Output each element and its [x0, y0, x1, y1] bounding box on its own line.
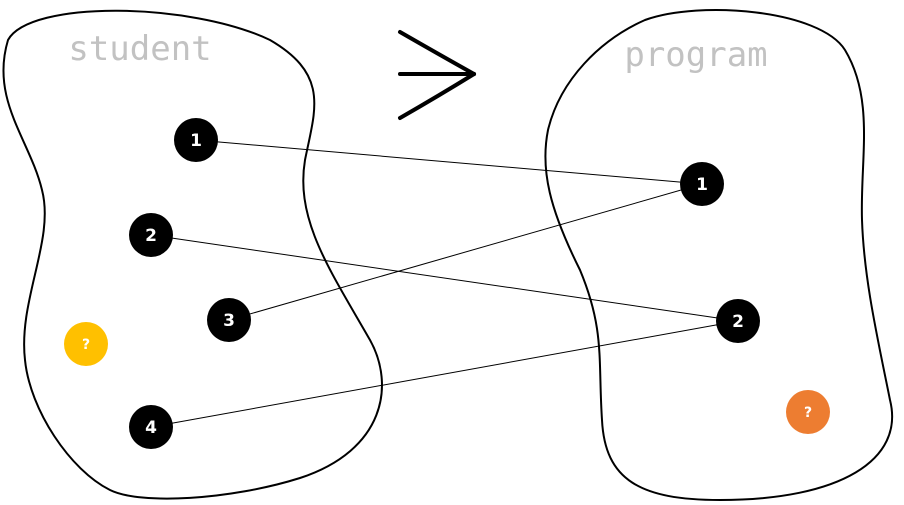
- student-node-unmatched-label: ?: [82, 337, 90, 353]
- program-node-1: 1: [680, 162, 724, 206]
- student-node-3-label: 3: [223, 311, 235, 331]
- program-node-2: 2: [716, 299, 760, 343]
- edge-student-4-program-2: [150, 320, 739, 428]
- succeeds-symbol: [398, 30, 476, 120]
- student-node-4-label: 4: [145, 418, 157, 438]
- program-node-1-label: 1: [696, 175, 708, 195]
- program-node-unmatched: ?: [786, 390, 830, 434]
- program-set-label: program: [624, 35, 767, 75]
- program-node-unmatched-label: ?: [804, 405, 812, 421]
- student-node-2: 2: [129, 213, 173, 257]
- student-node-3: 3: [207, 298, 251, 342]
- student-node-1-label: 1: [190, 131, 202, 151]
- student-node-unmatched: ?: [64, 322, 108, 366]
- program-set-outline: [544, 9, 894, 502]
- student-node-4: 4: [129, 405, 173, 449]
- student-node-1: 1: [174, 118, 218, 162]
- edge-student-3-program-1: [228, 183, 703, 321]
- student-set-outline: [2, 9, 383, 500]
- program-node-2-label: 2: [732, 312, 744, 332]
- edge-student-1-program-1: [195, 139, 703, 185]
- student-set-label: student: [68, 29, 211, 69]
- edge-student-2-program-2: [150, 234, 739, 322]
- student-node-2-label: 2: [145, 226, 157, 246]
